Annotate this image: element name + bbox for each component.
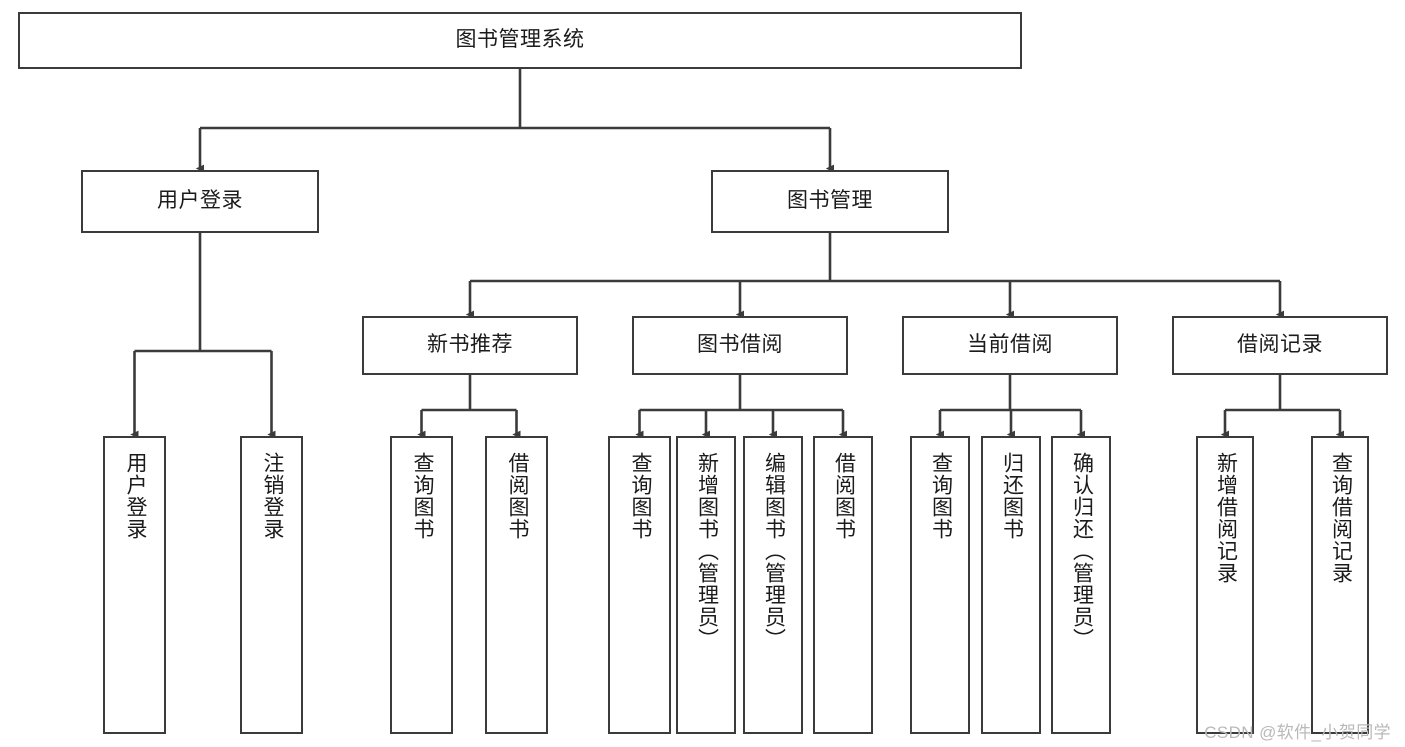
node-root[interactable]: 图书管理系统 [18, 12, 1022, 69]
leaf-borrow-book-2-label: 借阅图书 [832, 452, 856, 540]
node-current-borrow-label: 当前借阅 [967, 333, 1053, 357]
leaf-return-book-label: 归还图书 [1000, 452, 1024, 540]
leaf-borrow-book-1-label: 借阅图书 [505, 452, 529, 540]
leaf-query-book-1-label: 查询图书 [410, 452, 434, 540]
node-user-login[interactable]: 用户登录 [81, 170, 319, 233]
leaf-borrow-book-2[interactable]: 借阅图书 [813, 436, 873, 734]
leaf-confirm-return[interactable]: 确认归还（管理员） [1051, 436, 1111, 734]
leaf-add-borrow-record[interactable]: 新增借阅记录 [1196, 436, 1254, 734]
leaf-query-book-2-label: 查询图书 [628, 452, 652, 540]
node-user-login-label: 用户登录 [157, 189, 243, 213]
leaf-add-borrow-record-label: 新增借阅记录 [1214, 452, 1238, 584]
leaf-edit-book[interactable]: 编辑图书（管理员） [743, 436, 803, 734]
leaf-logout-label: 注销登录 [260, 452, 284, 540]
leaf-edit-book-label: 编辑图书（管理员） [762, 452, 786, 650]
leaf-borrow-book-1[interactable]: 借阅图书 [485, 436, 548, 734]
node-new-book-recommend[interactable]: 新书推荐 [362, 316, 578, 375]
node-borrow-record[interactable]: 借阅记录 [1172, 316, 1388, 375]
leaf-return-book[interactable]: 归还图书 [981, 436, 1041, 734]
leaf-query-book-3[interactable]: 查询图书 [910, 436, 970, 734]
leaf-query-book-2[interactable]: 查询图书 [608, 436, 671, 734]
leaf-user-login-label: 用户登录 [123, 452, 147, 540]
node-new-book-recommend-label: 新书推荐 [427, 333, 513, 357]
leaf-add-book-label: 新增图书（管理员） [695, 452, 719, 650]
leaf-add-book[interactable]: 新增图书（管理员） [676, 436, 736, 734]
csdn-watermark: CSDN @软件_小贺同学 [1204, 723, 1391, 742]
node-borrow-record-label: 借阅记录 [1237, 333, 1323, 357]
leaf-user-login[interactable]: 用户登录 [103, 436, 166, 734]
leaf-confirm-return-label: 确认归还（管理员） [1070, 452, 1094, 650]
node-book-borrow[interactable]: 图书借阅 [632, 316, 848, 375]
leaf-query-book-1[interactable]: 查询图书 [390, 436, 453, 734]
leaf-logout[interactable]: 注销登录 [240, 436, 303, 734]
node-current-borrow[interactable]: 当前借阅 [902, 316, 1118, 375]
leaf-query-book-3-label: 查询图书 [929, 452, 953, 540]
node-book-manage-label: 图书管理 [787, 189, 873, 213]
node-book-manage[interactable]: 图书管理 [711, 170, 949, 233]
leaf-query-borrow-record[interactable]: 查询借阅记录 [1311, 436, 1369, 734]
node-book-borrow-label: 图书借阅 [697, 333, 783, 357]
node-root-label: 图书管理系统 [455, 28, 585, 52]
leaf-query-borrow-record-label: 查询借阅记录 [1329, 452, 1353, 584]
